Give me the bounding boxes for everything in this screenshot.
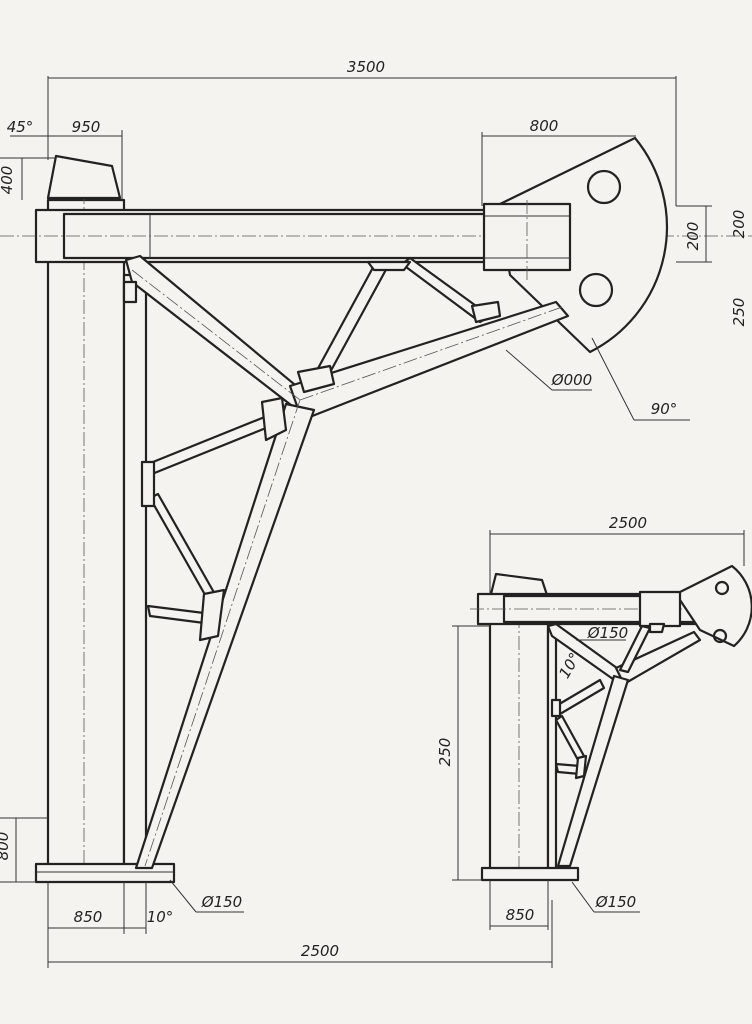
main-column (34, 154, 176, 884)
main-truss (122, 256, 502, 642)
dim-small-base-diameter: Ø150 (595, 893, 636, 911)
dim-overall-width: 3500 (347, 58, 385, 76)
dim-base-width: 850 (74, 908, 103, 926)
dim-small-base-width: 850 (506, 906, 535, 924)
small-column (480, 572, 580, 882)
dim-plate-lower: 250 (730, 298, 748, 327)
dim-cap-height: 400 (0, 166, 16, 195)
dim-cap-angle: 45° (7, 118, 34, 136)
dim-base-height: 800 (0, 832, 12, 861)
dim-beam-height-right: 200 (730, 210, 748, 239)
dim-base-span: 2500 (301, 942, 339, 960)
small-view: 2500 Ø150 10° 250 850 Ø150 (436, 514, 752, 930)
dim-plate-angle: 90° (651, 400, 678, 418)
dim-top-offset: 950 (72, 118, 101, 136)
main-view: 3500 45° 950 400 800 200 200 250 Ø000 90… (0, 58, 752, 968)
main-dimensions: 3500 45° 950 400 800 200 200 250 Ø000 90… (0, 58, 748, 968)
dim-brace-angle: 10° (147, 908, 174, 926)
dim-small-overall-width: 2500 (609, 514, 647, 532)
dim-small-height: 250 (436, 738, 454, 767)
small-strut (546, 622, 702, 868)
small-dimensions: 2500 Ø150 10° 250 850 Ø150 (436, 514, 745, 930)
dim-plate-width: 800 (530, 117, 559, 135)
dim-beam-height-inner: 200 (684, 222, 702, 251)
dim-small-inner-diameter: Ø150 (587, 624, 628, 642)
dim-base-diameter: Ø150 (201, 893, 242, 911)
main-diagonal-strut (124, 254, 570, 870)
dim-strut-diameter: Ø000 (551, 371, 592, 389)
main-plate (482, 136, 669, 354)
